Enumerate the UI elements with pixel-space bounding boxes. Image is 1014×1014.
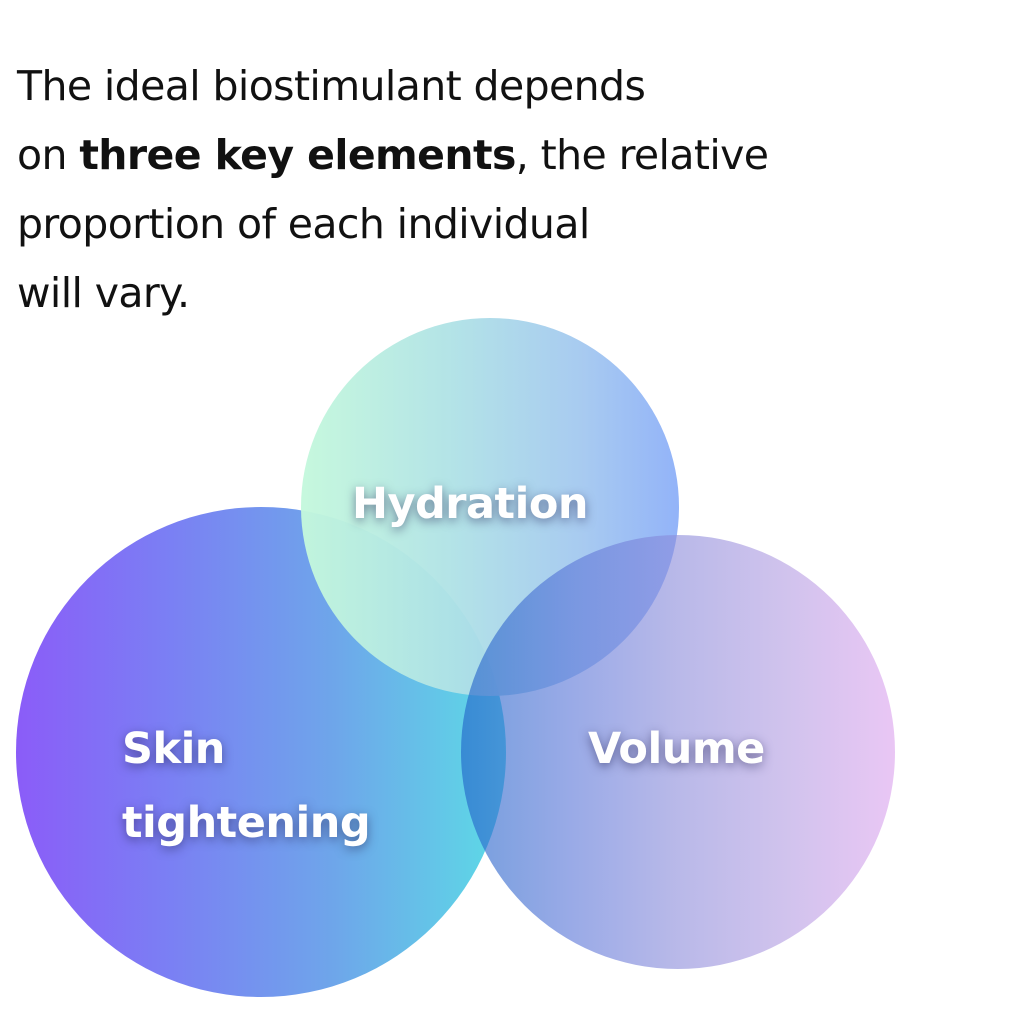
headline-line-3: proportion of each individual <box>17 200 590 248</box>
headline-line-4: will vary. <box>17 269 190 317</box>
headline-line-2-prefix: on <box>17 131 80 179</box>
headline-line-1: The ideal biostimulant depends <box>17 62 646 110</box>
skin-tightening-label-line-2: tightening <box>122 798 371 848</box>
hydration-label: Hydration <box>352 479 588 529</box>
headline-text: The ideal biostimulant depends on three … <box>17 52 917 328</box>
skin-tightening-label-line-1: Skin <box>122 724 225 774</box>
volume-circle <box>461 535 895 969</box>
skin-tightening-label: Skin tightening <box>122 712 371 860</box>
headline-emphasis: three key elements <box>79 131 516 179</box>
headline-line-2-suffix: , the relative <box>515 131 769 179</box>
headline-line-2: on three key elements, the relative <box>17 121 917 190</box>
volume-label: Volume <box>588 724 765 774</box>
